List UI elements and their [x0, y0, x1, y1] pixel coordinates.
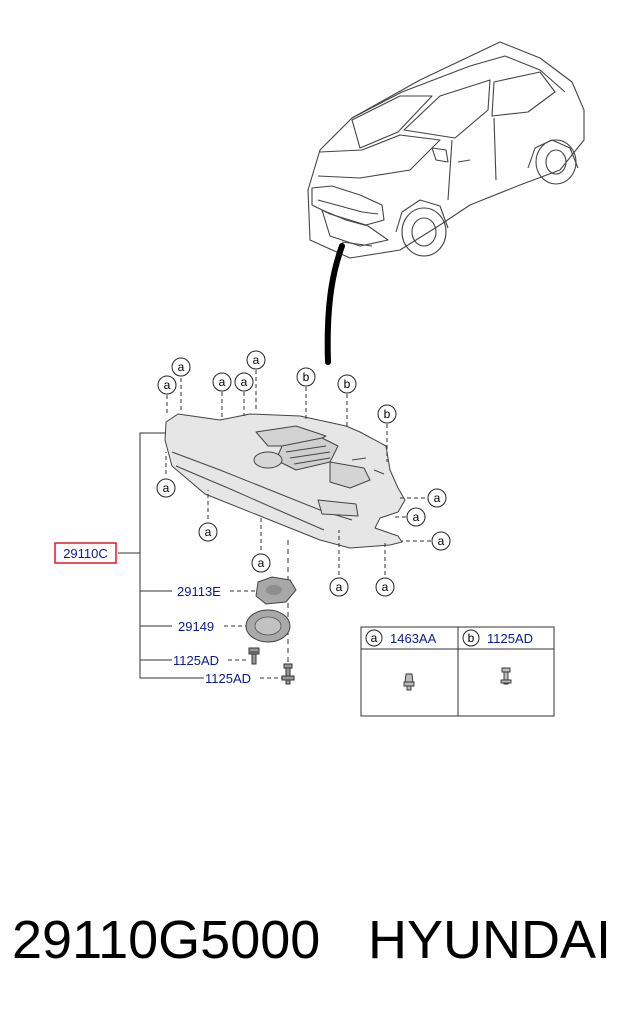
bolt-2-label[interactable]: 1125AD: [205, 671, 251, 686]
part-29113e-shape: [255, 576, 297, 605]
marker-b-3: b: [377, 404, 397, 424]
svg-text:a: a: [219, 375, 226, 389]
parts-diagram: a a a a a b b b a a a a a a a a 29110C 2…: [54, 41, 585, 717]
legend-b-code: 1125AD: [487, 631, 533, 646]
main-part-label[interactable]: 29110C: [63, 546, 108, 561]
svg-text:b: b: [303, 370, 310, 384]
marker-a-10: a: [375, 577, 395, 597]
svg-text:a: a: [163, 481, 170, 495]
marker-a-2: a: [157, 375, 177, 395]
bolt-2-shape: [281, 663, 295, 685]
main-part-highlight-box: [54, 542, 117, 564]
brand-caption: HYUNDAI: [368, 910, 612, 970]
marker-a-13: a: [431, 531, 451, 551]
marker-b-1: b: [296, 367, 316, 387]
marker-a-12: a: [406, 507, 426, 527]
svg-text:a: a: [253, 353, 260, 367]
bolt-1-label[interactable]: 1125AD: [173, 653, 219, 668]
marker-a-8: a: [251, 553, 271, 573]
part-29113e-label[interactable]: 29113E: [177, 584, 221, 599]
car-illustration: [307, 41, 585, 259]
svg-text:b: b: [384, 407, 391, 421]
legend-a-code: 1463AA: [390, 631, 437, 646]
car-to-shield-leader: [324, 243, 345, 365]
marker-a-1: a: [171, 357, 191, 377]
svg-text:a: a: [178, 360, 185, 374]
part-29149-label[interactable]: 29149: [178, 619, 214, 634]
legend-b-marker: b: [462, 629, 480, 647]
marker-a-3: a: [246, 350, 266, 370]
marker-leaders: [165, 370, 431, 575]
svg-text:a: a: [438, 534, 445, 548]
marker-a-11: a: [427, 488, 447, 508]
svg-text:b: b: [468, 631, 475, 645]
under-cover-shield: [164, 413, 406, 549]
svg-text:a: a: [336, 580, 343, 594]
svg-text:a: a: [413, 510, 420, 524]
marker-b-2: b: [337, 374, 357, 394]
svg-text:a: a: [205, 525, 212, 539]
fastener-legend-table: a 1463AA b 1125AD: [360, 626, 555, 717]
bolt-icon: [500, 667, 512, 685]
clip-icon: [403, 673, 415, 691]
part-29149-shape: [245, 609, 291, 643]
svg-text:b: b: [344, 377, 351, 391]
legend-a-marker: a: [365, 629, 383, 647]
svg-text:a: a: [371, 631, 378, 645]
part-number-caption: 29110G5000: [12, 910, 321, 970]
callout-bracket: [118, 432, 204, 679]
svg-text:a: a: [434, 491, 441, 505]
part-leaders: [224, 540, 289, 679]
marker-a-6: a: [156, 478, 176, 498]
svg-text:a: a: [164, 378, 171, 392]
marker-a-9: a: [329, 577, 349, 597]
marker-a-5: a: [234, 372, 254, 392]
svg-text:a: a: [258, 556, 265, 570]
svg-text:a: a: [241, 375, 248, 389]
bolt-1-shape: [248, 647, 260, 665]
marker-a-7: a: [198, 522, 218, 542]
marker-a-4: a: [212, 372, 232, 392]
svg-text:a: a: [382, 580, 389, 594]
